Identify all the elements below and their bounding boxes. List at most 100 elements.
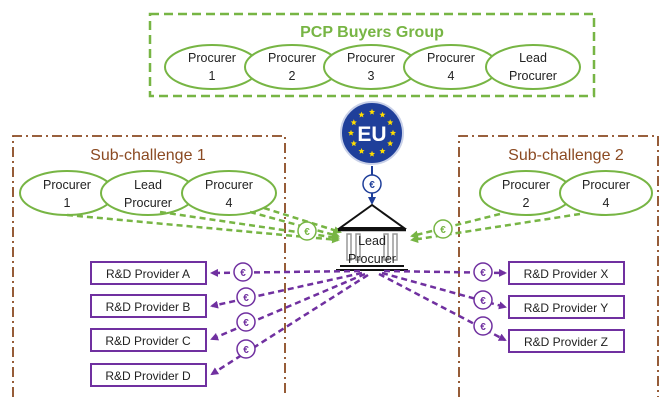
svg-text:Lead: Lead: [519, 51, 547, 65]
svg-text:Procurer: Procurer: [188, 51, 236, 65]
eu-star-icon: [379, 111, 386, 118]
svg-text:R&D Provider A: R&D Provider A: [106, 267, 190, 281]
provider-box: R&D Provider Z: [508, 329, 625, 353]
svg-text:€: €: [369, 180, 375, 191]
green-arrow: [410, 212, 501, 239]
sub1-procurers: Procurer 1 Lead Procurer Procurer 4: [19, 170, 277, 216]
euro-coin-icon: €: [236, 312, 256, 332]
eu-star-icon: [358, 147, 365, 154]
svg-text:R&D Provider B: R&D Provider B: [106, 300, 191, 314]
buyers-group-member: Procurer 3: [323, 44, 419, 90]
buyers-group: PCP Buyers Group Procurer 1 Procurer 2 P…: [148, 12, 596, 98]
euro-coin-icon: €: [236, 287, 256, 307]
sub1-providers: R&D Provider A R&D Provider B R&D Provid…: [90, 261, 207, 387]
eu-emblem: EU: [340, 101, 404, 165]
svg-text:4: 4: [226, 196, 233, 210]
svg-text:€: €: [240, 268, 246, 279]
svg-text:€: €: [304, 227, 310, 238]
green-arrow: [263, 206, 342, 235]
svg-text:Procurer: Procurer: [509, 69, 557, 83]
buyers-group-member: Procurer 4: [403, 44, 499, 90]
buyers-group-member: Procurer 1: [164, 44, 260, 90]
green-arrow: [66, 213, 340, 244]
provider-box: R&D Provider X: [508, 261, 625, 285]
purple-arrow: [210, 273, 369, 376]
svg-text:€: €: [243, 345, 249, 356]
buyers-group-border: [148, 12, 596, 98]
svg-text:€: €: [480, 322, 486, 333]
sub2-providers: R&D Provider X R&D Provider Y R&D Provid…: [508, 261, 625, 353]
lead-procurer-label: Procurer: [348, 252, 396, 266]
svg-text:Procurer: Procurer: [268, 51, 316, 65]
provider-box: R&D Provider B: [90, 294, 207, 318]
purple-payment-arrows: [210, 268, 507, 376]
purple-arrow: [381, 271, 507, 310]
svg-text:Procurer: Procurer: [502, 178, 550, 192]
euro-coin-icon: €: [473, 290, 493, 310]
svg-text:€: €: [480, 268, 486, 279]
euro-coin-icon: €: [236, 339, 256, 359]
buyers-group-member: Procurer 2: [244, 44, 340, 90]
svg-text:R&D Provider Y: R&D Provider Y: [524, 301, 608, 315]
sub1-procurer: Procurer 1: [19, 170, 115, 216]
sub1-procurer: Lead Procurer: [100, 170, 196, 216]
eu-star-icon: [350, 140, 357, 147]
purple-arrow: [210, 272, 366, 341]
svg-text:Procurer: Procurer: [427, 51, 475, 65]
eu-star-icon: [387, 140, 394, 147]
svg-text:2: 2: [523, 196, 530, 210]
svg-text:Procurer: Procurer: [43, 178, 91, 192]
eu-label: EU: [357, 123, 386, 146]
provider-box: R&D Provider Y: [508, 295, 625, 319]
svg-text:Lead: Lead: [134, 178, 162, 192]
svg-text:R&D Provider Z: R&D Provider Z: [524, 335, 608, 349]
svg-text:Procurer: Procurer: [205, 178, 253, 192]
eu-euro-coin-icon: €: [362, 174, 382, 194]
svg-text:R&D Provider C: R&D Provider C: [105, 334, 191, 348]
euro-coin-icon: €: [473, 316, 493, 336]
svg-text:€: €: [243, 318, 249, 329]
svg-text:R&D Provider D: R&D Provider D: [105, 369, 191, 383]
eu-star-icon: [350, 119, 357, 126]
sub-challenge-1: Sub-challenge 1: [12, 135, 286, 397]
buyers-group-title: PCP Buyers Group: [300, 24, 444, 41]
provider-box: R&D Provider C: [90, 328, 207, 352]
purple-arrow: [210, 271, 363, 309]
eu-star-icon: [389, 129, 397, 136]
sub2-procurer: Procurer 2: [479, 170, 573, 216]
eu-star-icon: [368, 108, 376, 115]
svg-text:€: €: [440, 225, 446, 236]
green-arrow: [249, 210, 340, 239]
sub-challenge-1-title: Sub-challenge 1: [90, 147, 206, 164]
lead-procurer-label: Lead: [358, 234, 386, 248]
svg-text:Procurer: Procurer: [582, 178, 630, 192]
svg-text:4: 4: [448, 69, 455, 83]
euro-coin-icon: €: [297, 221, 317, 241]
sub-challenge-2-title: Sub-challenge 2: [508, 147, 624, 164]
svg-text:€: €: [243, 293, 249, 304]
sub1-procurer: Procurer 4: [181, 170, 277, 216]
eu-star-icon: [379, 147, 386, 154]
eu-star-icon: [347, 129, 355, 136]
svg-text:R&D Provider X: R&D Provider X: [524, 267, 609, 281]
buyers-group-member: Lead Procurer: [485, 44, 581, 90]
svg-text:€: €: [480, 296, 486, 307]
sub-challenge-1-border: [12, 135, 286, 397]
eu-star-icon: [358, 111, 365, 118]
sub-challenge-2-border: [458, 135, 659, 397]
eu-stars-icon: [347, 108, 397, 157]
sub-challenge-2: Sub-challenge 2: [458, 135, 659, 397]
svg-text:1: 1: [209, 69, 216, 83]
eu-star-icon: [368, 150, 376, 157]
svg-text:4: 4: [603, 196, 610, 210]
eu-circle: [340, 101, 404, 165]
euro-coin-icon: €: [233, 262, 253, 282]
svg-text:2: 2: [289, 69, 296, 83]
provider-box: R&D Provider D: [90, 363, 207, 387]
sub2-procurers: Procurer 2 Procurer 4: [479, 170, 653, 216]
eu-star-icon: [387, 119, 394, 126]
svg-text:Procurer: Procurer: [347, 51, 395, 65]
euro-coin-icon: €: [473, 262, 493, 282]
svg-text:3: 3: [368, 69, 375, 83]
svg-text:1: 1: [64, 196, 71, 210]
